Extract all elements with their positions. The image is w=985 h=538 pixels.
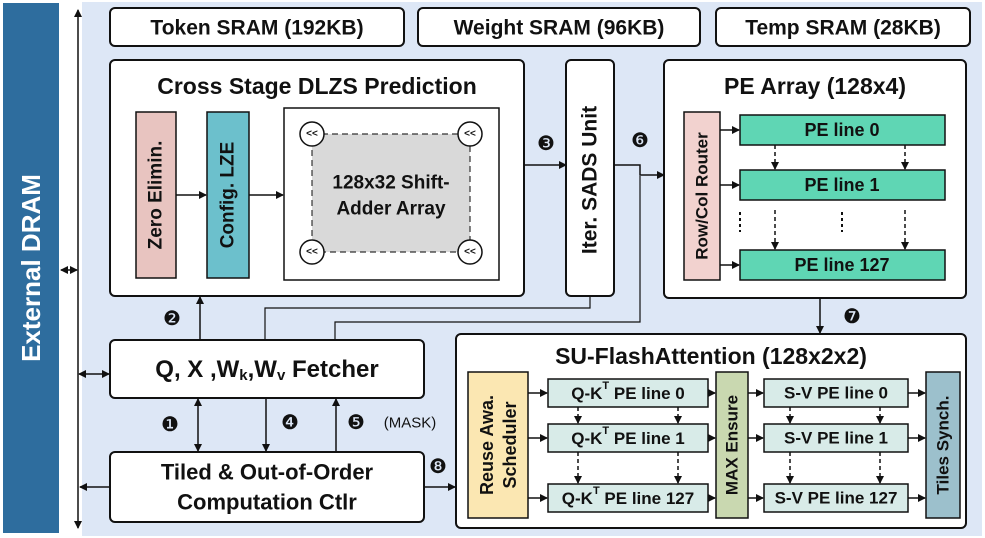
prediction-title: Cross Stage DLZS Prediction [157, 73, 477, 99]
fetcher-block [109, 339, 425, 399]
shift-symbol: << [306, 129, 318, 140]
fetcher-tail-text: Fetcher [285, 356, 378, 383]
step-2-marker: ❷ [163, 306, 181, 330]
scheduler-label-line1: Reuse Awa. [477, 395, 497, 495]
sv-pe-line-127-label: S-V PE line 127 [775, 489, 898, 508]
shift-unit-icon [457, 121, 483, 147]
qk-superscript: T [593, 485, 600, 497]
shift-unit-icon [299, 121, 325, 147]
max-ensure-label: MAX Ensure [723, 395, 742, 495]
qk-suffix: PE line 0 [609, 384, 685, 403]
sv-pe-line-1-label: S-V PE line 1 [784, 429, 888, 448]
sv-pe-line-1 [763, 423, 909, 453]
step-3-marker: ❸ [537, 131, 555, 155]
flash-attention-title: SU-FlashAttention (128x2x2) [555, 343, 867, 369]
shift-unit-icon [299, 239, 325, 265]
sv-pe-line-0 [763, 378, 909, 408]
qk-prefix: Q-K [571, 429, 603, 448]
qk-pe-line-0-label: Q-KT PE line 0 [571, 380, 685, 403]
shift-unit-icon [457, 239, 483, 265]
tiles-synch-label: Tiles Synch. [934, 396, 953, 495]
qk-superscript: T [602, 425, 609, 437]
fetcher-v-subscript: v [277, 367, 286, 384]
qk-prefix: Q-K [562, 489, 594, 508]
pe-array-title: PE Array (128x4) [724, 73, 906, 99]
sads-unit [565, 59, 615, 297]
sads-to-pe-arrow [614, 164, 665, 179]
zero-elimination-label: Zero Elimin. [146, 141, 167, 250]
shift-adder-label-line2: Adder Array [336, 199, 446, 220]
sads-unit-label: Iter. SADS Unit [579, 106, 602, 254]
qk-pe-line-127 [547, 483, 709, 513]
weight-sram-label: Weight SRAM (96KB) [454, 17, 665, 40]
temp-sram [715, 7, 971, 47]
fetcher-to-pe-link [334, 176, 641, 340]
mask-label: (MASK) [384, 415, 437, 432]
fetcher-sep-text: ,W [248, 356, 278, 383]
config-lze-label: Config. LZE [218, 142, 239, 249]
qk-superscript: T [602, 380, 609, 392]
temp-sram-label: Temp SRAM (28KB) [745, 17, 941, 40]
scheduler-label-line2: Scheduler [500, 401, 520, 488]
zero-elimination-block [135, 111, 177, 279]
qk-pe-line-1 [547, 423, 709, 453]
pe-line-1-label: PE line 1 [804, 175, 879, 195]
fetcher-q-text: Q, X ,W [155, 356, 239, 383]
token-sram-label: Token SRAM (192KB) [150, 17, 363, 40]
qk-pe-line-127-label: Q-KT PE line 127 [562, 485, 694, 508]
reuse-scheduler [467, 371, 529, 519]
shift-unit-icons: << << << << [299, 121, 483, 265]
shift-symbol: << [306, 247, 318, 258]
pe-line-127-label: PE line 127 [794, 255, 889, 275]
qk-prefix: Q-K [571, 384, 603, 403]
max-ensure-block [715, 371, 749, 519]
shift-adder-array [311, 133, 471, 253]
pe-line-127 [739, 249, 946, 281]
fetcher-k-subscript: k [239, 367, 248, 384]
row-col-router [683, 111, 721, 281]
step-6-marker: ❻ [631, 128, 649, 152]
step-4-marker: ❹ [281, 410, 299, 434]
fetcher-label: Q, X ,Wk,Wv Fetcher [155, 356, 378, 384]
pe-line-0 [739, 114, 946, 146]
external-dram-label: External DRAM [16, 174, 46, 362]
step-7-marker: ❼ [843, 304, 861, 328]
shift-symbol: << [464, 129, 476, 140]
step-8-marker: ❽ [429, 454, 447, 478]
external-dram-block [3, 3, 59, 533]
tiles-synch-block [925, 371, 961, 519]
fetcher-to-sads-link [264, 297, 591, 340]
pe-line-1 [739, 169, 946, 201]
shift-adder-label-line1: 128x32 Shift- [332, 173, 449, 194]
qk-suffix: PE line 1 [609, 429, 685, 448]
step-1-marker: ❶ [161, 412, 179, 436]
qk-suffix: PE line 127 [600, 489, 695, 508]
controller-line1: Tiled & Out-of-Order [161, 460, 374, 485]
row-col-router-label: Row/Col Router [693, 132, 712, 260]
token-sram [109, 7, 405, 47]
weight-sram [417, 7, 701, 47]
shift-symbol: << [464, 247, 476, 258]
sv-pe-line-0-label: S-V PE line 0 [784, 384, 888, 403]
controller-line2: Computation Ctlr [177, 490, 357, 515]
qk-pe-line-1-label: Q-KT PE line 1 [571, 425, 685, 448]
step-5-marker: ❺ [347, 410, 365, 434]
pe-line-0-label: PE line 0 [804, 120, 879, 140]
